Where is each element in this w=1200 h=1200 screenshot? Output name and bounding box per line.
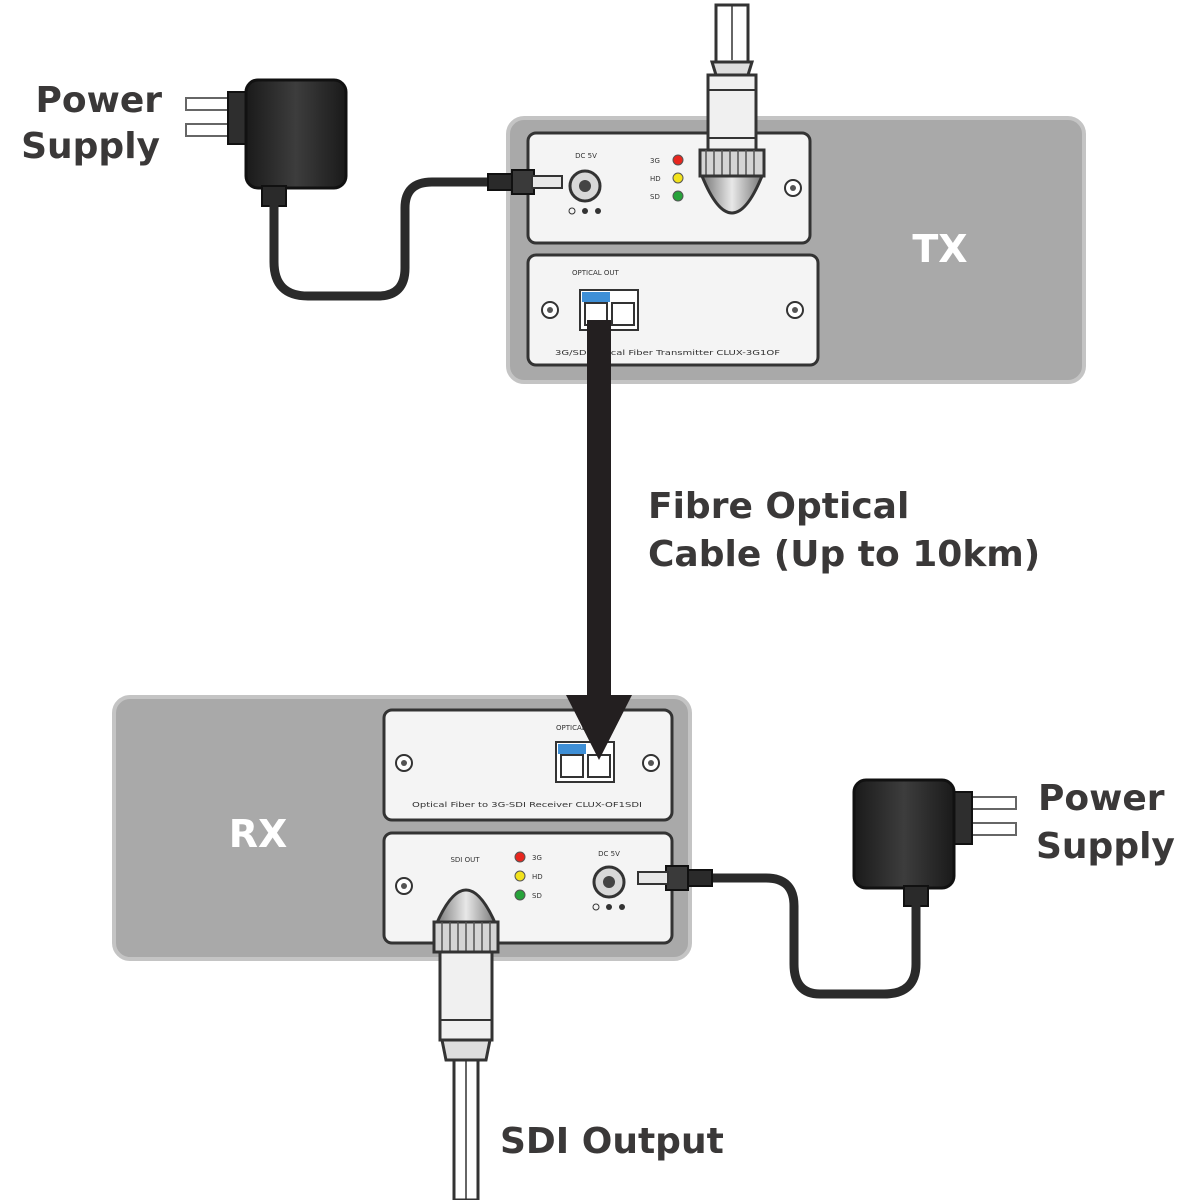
rx-label: RX bbox=[229, 812, 288, 856]
rx-sdi-output-connector bbox=[432, 888, 500, 1200]
power-supply-left-label-line1: Power bbox=[35, 80, 162, 121]
power-supply-left-label-line2: Supply bbox=[21, 126, 160, 167]
tx-led-sd bbox=[672, 190, 684, 202]
sdi-output-label: SDI Output bbox=[500, 1121, 724, 1162]
power-supply-right bbox=[637, 778, 1017, 999]
power-supply-right-label-line2: Supply bbox=[1036, 826, 1175, 867]
rx-led-group: 3G HD SD bbox=[514, 851, 543, 901]
rx-led-sd bbox=[514, 889, 526, 901]
tx-dc-label: DC 5V bbox=[575, 152, 597, 160]
tx-optical-label: OPTICAL OUT bbox=[572, 269, 620, 277]
tx-model-text: 3G/SD Optical Fiber Transmitter CLUX-3G1… bbox=[555, 349, 780, 357]
tx-sdi-input-connector bbox=[698, 3, 766, 215]
rx-model-text: Optical Fiber to 3G-SDI Receiver CLUX-OF… bbox=[412, 801, 642, 809]
tx-led-label-2: SD bbox=[650, 193, 660, 201]
power-adapter-left-body bbox=[244, 78, 348, 190]
rx-led-3g bbox=[514, 851, 526, 863]
rx-bottom-panel: SDI OUT 3G HD SD DC 5V bbox=[382, 831, 674, 945]
rx-optical-label: OPTICAL IN bbox=[556, 724, 595, 732]
rx-dc-label: DC 5V bbox=[598, 850, 620, 858]
rx-led-label-2: SD bbox=[532, 892, 542, 900]
rx-sdi-label: SDI OUT bbox=[450, 856, 480, 864]
tx-top-panel: DC 5V 3G HD SD bbox=[526, 131, 812, 245]
tx-led-hd bbox=[672, 172, 684, 184]
tx-led-group: 3G HD SD bbox=[650, 154, 684, 202]
tx-polarity-icon bbox=[568, 207, 601, 215]
fibre-optical-cable-arrow bbox=[566, 320, 632, 760]
power-cord-left bbox=[269, 177, 495, 301]
tx-led-label-0: 3G bbox=[650, 157, 660, 165]
rx-led-label-1: HD bbox=[532, 873, 543, 881]
fibre-cable-label-line2: Cable (Up to 10km) bbox=[648, 534, 1040, 575]
power-adapter-right-body bbox=[852, 778, 956, 890]
tx-bottom-panel: OPTICAL OUT 3G/SD Optical Fiber Transmit… bbox=[526, 253, 820, 367]
rx-polarity-icon bbox=[592, 903, 625, 911]
tx-label: TX bbox=[912, 227, 967, 271]
power-cord-right bbox=[705, 873, 921, 999]
fibre-cable-label-line1: Fibre Optical bbox=[648, 486, 909, 527]
rx-optical-port bbox=[555, 741, 615, 783]
power-supply-right-label-line1: Power bbox=[1038, 778, 1165, 819]
power-supply-left bbox=[185, 78, 563, 301]
tx-unit: TX DC 5V 3G HD SD bbox=[506, 3, 1086, 384]
tx-led-3g bbox=[672, 154, 684, 166]
rx-led-hd bbox=[514, 870, 526, 882]
rx-top-panel: OPTICAL IN Optical Fiber to 3G-SDI Recei… bbox=[382, 708, 674, 822]
rx-led-label-0: 3G bbox=[532, 854, 542, 862]
tx-led-label-1: HD bbox=[650, 175, 661, 183]
